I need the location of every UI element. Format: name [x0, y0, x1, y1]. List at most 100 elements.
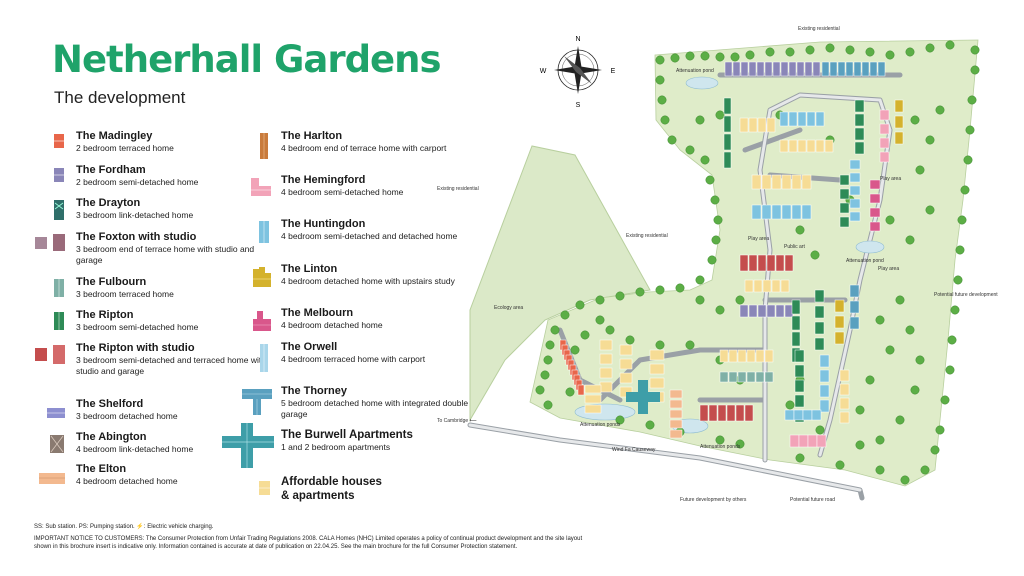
legend-name: The Elton	[76, 463, 127, 475]
legend-desc: 2 bedroom terraced home	[76, 143, 174, 153]
legend-name: The Fordham	[76, 164, 146, 176]
house-plot	[869, 61, 878, 77]
map-key-note: SS: Sub station. PS: Pumping station. ⚡:…	[34, 524, 214, 530]
house-plot	[766, 304, 776, 318]
tree-icon	[565, 387, 575, 397]
tree-icon	[695, 275, 705, 285]
house-plot	[764, 61, 773, 77]
house-plot	[746, 349, 756, 363]
tree-icon	[785, 47, 795, 57]
legend-name: The Thorney	[281, 385, 348, 397]
house-plot	[816, 434, 827, 448]
legend-item-thorney: The Thorney 5 bedroom detached home with…	[242, 385, 471, 420]
important-notice: IMPORTANT NOTICE TO CUSTOMERS: The Consu…	[34, 536, 583, 550]
linton-swatch-icon	[253, 267, 271, 287]
tree-icon	[965, 125, 975, 135]
melbourn-swatch-icon	[253, 311, 271, 331]
tree-icon	[855, 405, 865, 415]
house-plot	[764, 349, 774, 363]
house-plot	[788, 139, 798, 153]
tree-icon	[953, 275, 963, 285]
house-plot	[861, 61, 870, 77]
house-plot	[737, 349, 747, 363]
house-plot	[849, 185, 861, 196]
compass-rose-icon: N E S W	[540, 36, 616, 109]
tree-icon	[550, 325, 560, 335]
house-plot	[757, 117, 767, 133]
house-plot	[854, 113, 865, 127]
house-plot	[804, 61, 813, 77]
tree-icon	[735, 439, 745, 449]
legend-name: The Burwell Apartments	[281, 429, 413, 441]
house-plot	[879, 151, 890, 163]
house-plot	[669, 419, 683, 429]
legend-item-huntingdon: The Huntingdon 4 bedroom semi-detached a…	[259, 218, 471, 243]
house-plot	[762, 279, 772, 293]
house-plot	[744, 404, 754, 422]
tree-icon	[915, 355, 925, 365]
label-potential-future-development: Potential future development	[934, 292, 998, 298]
legend-item-abington: The Abington 4 bedroom link-detached hom…	[50, 431, 266, 455]
house-plot	[894, 99, 904, 113]
house-plot	[728, 371, 738, 383]
legend-desc: 3 bedroom terraced home	[76, 289, 174, 299]
house-plot	[879, 123, 890, 135]
house-plot	[815, 139, 825, 153]
legend-desc: 3 bedroom link-detached home	[76, 210, 194, 220]
house-plot	[724, 61, 733, 77]
legend-desc: 4 bedroom detached home	[281, 320, 383, 330]
tree-icon	[595, 315, 605, 325]
house-plot	[737, 371, 747, 383]
tree-icon	[575, 300, 585, 310]
house-plot	[669, 389, 683, 399]
tree-icon	[670, 53, 680, 63]
legend-name: The Melbourn	[281, 307, 354, 319]
house-plot	[807, 434, 818, 448]
label-attenuation-ponds-2: Attenuation ponds	[700, 444, 741, 450]
tree-icon	[745, 50, 755, 60]
legend-item-affordable: Affordable houses & apartments	[259, 475, 471, 503]
house-plot	[649, 349, 665, 361]
house-plot	[757, 304, 767, 318]
tree-icon	[935, 105, 945, 115]
tree-icon	[713, 215, 723, 225]
tree-icon	[925, 205, 935, 215]
tree-icon	[545, 340, 555, 350]
tree-icon	[967, 95, 977, 105]
foxton-swatch-icon	[35, 234, 65, 251]
house-plot	[877, 61, 886, 77]
house-plot	[839, 369, 850, 382]
house-plot	[819, 384, 830, 398]
thorney-swatch-icon	[242, 389, 272, 415]
tree-icon	[543, 355, 553, 365]
tree-icon	[875, 315, 885, 325]
house-plot	[845, 61, 854, 77]
tree-icon	[910, 115, 920, 125]
tree-markers	[535, 40, 980, 485]
house-plot	[669, 409, 683, 419]
house-plot	[771, 204, 782, 220]
house-plot	[619, 344, 633, 356]
ecology-area	[469, 145, 651, 422]
abington-swatch-icon	[50, 435, 64, 453]
house-plot	[779, 111, 789, 127]
tree-icon	[655, 55, 665, 65]
legend-name: The Madingley	[76, 130, 153, 142]
tree-icon	[970, 65, 980, 75]
label-public-art: Public art	[784, 244, 805, 250]
house-plot	[797, 139, 807, 153]
house-plot	[649, 377, 665, 389]
house-plot	[756, 61, 765, 77]
tree-icon	[635, 287, 645, 297]
house-plot	[784, 409, 795, 421]
house-plot	[849, 284, 860, 298]
huntingdon-swatch-icon	[259, 221, 269, 243]
house-plot	[814, 321, 825, 335]
tree-icon	[660, 115, 670, 125]
fordham-swatch-icon	[54, 168, 64, 182]
house-plot	[708, 404, 718, 422]
house-plot	[791, 204, 802, 220]
house-plot	[584, 394, 602, 404]
house-plot	[849, 300, 860, 314]
house-plot	[739, 254, 749, 272]
